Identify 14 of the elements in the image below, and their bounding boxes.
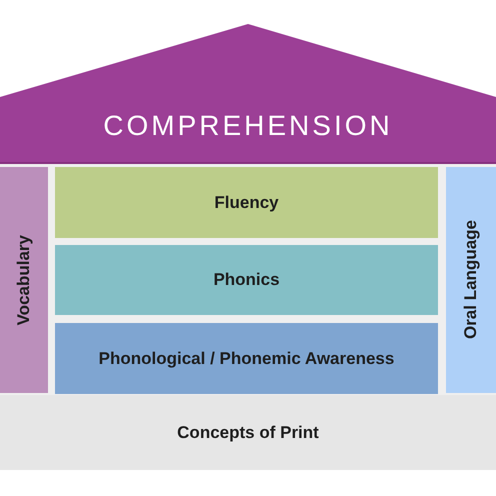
layer-block <box>55 245 438 315</box>
layer-block <box>55 167 438 238</box>
foundation-label: Concepts of Print <box>177 422 319 442</box>
roof-title: COMPREHENSION <box>103 110 393 142</box>
pillar-block <box>0 167 48 393</box>
roof-shape <box>0 24 496 164</box>
pillar-block <box>446 167 496 393</box>
pillar-label: Vocabulary <box>14 234 34 326</box>
layer-label: Phonics <box>213 270 280 290</box>
layer-block <box>55 323 438 394</box>
layer-label: Phonological / Phonemic Awareness <box>98 348 394 368</box>
pillar-label: Oral Language <box>461 220 481 340</box>
layer-label: Fluency <box>214 192 279 212</box>
foundation-band <box>0 395 496 470</box>
